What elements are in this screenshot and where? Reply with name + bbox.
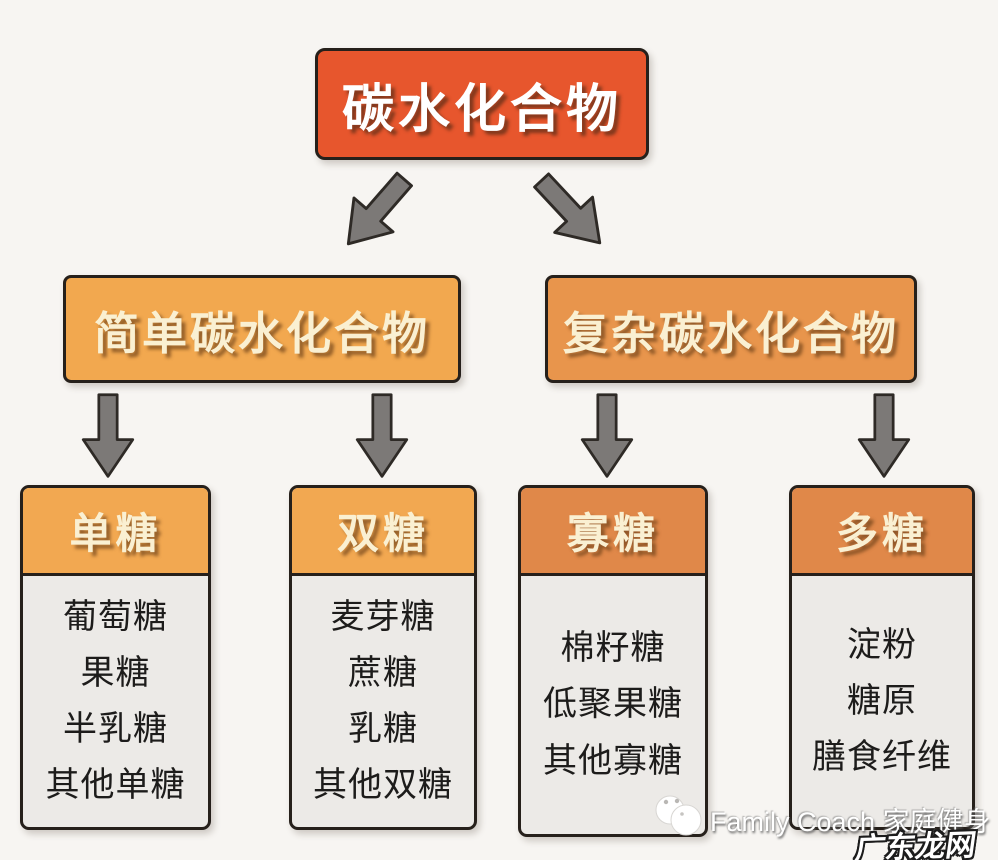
category-item-list: 淀粉 糖原 膳食纤维 xyxy=(792,576,972,827)
arrow-root-to-complex xyxy=(513,154,628,270)
list-item: 低聚果糖 xyxy=(543,685,683,724)
down-arrow-icon xyxy=(857,393,911,478)
down-arrow-icon xyxy=(355,393,409,478)
list-item: 半乳糖 xyxy=(63,710,168,748)
branch-node-label: 简单碳水化合物 xyxy=(93,307,430,359)
list-item: 膳食纤维 xyxy=(812,738,952,777)
category-title: 双糖 xyxy=(336,510,429,557)
category-box-polysaccharides: 多糖 淀粉 糖原 膳食纤维 xyxy=(789,485,975,830)
category-title: 寡糖 xyxy=(566,510,659,557)
list-item: 淀粉 xyxy=(847,625,917,664)
category-header: 寡糖 xyxy=(521,488,705,576)
category-title: 单糖 xyxy=(69,510,162,557)
category-item-list: 葡萄糖 果糖 半乳糖 其他单糖 xyxy=(23,576,208,827)
list-item: 葡萄糖 xyxy=(63,597,168,636)
branch-node-label: 复杂碳水化合物 xyxy=(562,307,899,359)
list-item: 糖原 xyxy=(847,681,917,720)
arrow-simple-to-disaccharide xyxy=(351,392,413,480)
arrow-simple-to-monosaccharide xyxy=(77,392,139,480)
category-box-disaccharides: 双糖 麦芽糖 蔗糖 乳糖 其他双糖 xyxy=(289,485,477,830)
down-arrow-icon xyxy=(346,171,413,246)
list-item: 其他双糖 xyxy=(313,766,453,805)
down-arrow-icon xyxy=(81,393,135,478)
list-item: 果糖 xyxy=(80,653,151,692)
category-item-list: 棉籽糖 低聚果糖 其他寡糖 xyxy=(521,576,705,834)
down-arrow-icon xyxy=(580,393,634,478)
category-item-list: 麦芽糖 蔗糖 乳糖 其他双糖 xyxy=(292,576,474,827)
root-node-carbohydrates: 碳水化合物 xyxy=(315,48,649,160)
category-header: 多糖 xyxy=(792,488,972,576)
category-box-monosaccharides: 单糖 葡萄糖 果糖 半乳糖 其他单糖 xyxy=(20,485,211,830)
list-item: 麦芽糖 xyxy=(330,597,436,636)
branch-node-complex-carbs: 复杂碳水化合物 xyxy=(545,275,917,383)
down-arrow-icon xyxy=(533,172,602,245)
category-title: 多糖 xyxy=(835,510,928,557)
category-header: 双糖 xyxy=(292,488,474,576)
category-box-oligosaccharides: 寡糖 棉籽糖 低聚果糖 其他寡糖 xyxy=(518,485,708,837)
list-item: 其他寡糖 xyxy=(543,741,683,780)
root-node-label: 碳水化合物 xyxy=(341,80,622,139)
category-header: 单糖 xyxy=(23,488,208,576)
list-item: 其他单糖 xyxy=(45,766,186,805)
arrow-root-to-simple xyxy=(319,154,434,271)
branch-node-simple-carbs: 简单碳水化合物 xyxy=(63,275,461,383)
arrow-complex-to-oligosaccharide xyxy=(576,392,638,480)
list-item: 乳糖 xyxy=(348,710,418,748)
list-item: 棉籽糖 xyxy=(560,629,666,668)
arrow-complex-to-polysaccharide xyxy=(853,392,915,480)
list-item: 蔗糖 xyxy=(348,653,418,692)
